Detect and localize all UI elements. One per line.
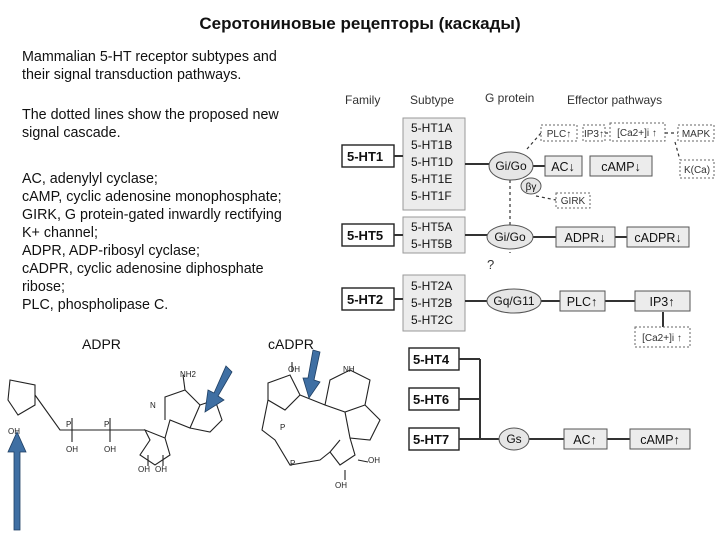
family-5ht4: 5-HT4 [413, 352, 450, 367]
header-family: Family [345, 93, 380, 107]
family-5ht7: 5-HT7 [413, 432, 449, 447]
family-5ht6: 5-HT6 [413, 392, 449, 407]
gprotein-gq-g11: Gq/G11 [493, 294, 534, 308]
gprotein-gs: Gs [506, 432, 521, 446]
effector-ip3-up: IP3↑ [649, 295, 674, 309]
effector-adpr-down: ADPR↓ [565, 231, 606, 245]
subtype-2b: 5-HT2B [411, 296, 452, 310]
subtype-5b: 5-HT5B [411, 237, 452, 251]
subtype-1a: 5-HT1A [411, 121, 452, 135]
effector-ca-proposed: [Ca2+]i ↑ [617, 128, 657, 139]
abbr-plc: PLC, phospholipase C. [22, 297, 169, 313]
adpr-atom-oh5: OH [155, 465, 167, 474]
cadpr-atom-p1: P [280, 423, 285, 432]
adpr-atom-nh2: NH2 [180, 370, 197, 379]
effector-girk: GIRK [561, 196, 586, 207]
cadpr-atom-oh1: OH [288, 365, 300, 374]
adpr-label: ADPR [82, 336, 121, 352]
effector-ip3-proposed: IP3↑ [584, 129, 604, 140]
effector-plc-up: PLC↑ [567, 295, 598, 309]
cadpr-atom-oh3: OH [368, 456, 380, 465]
effector-ac-up: AC↑ [573, 433, 597, 447]
abbr-cadpr-cont: ribose; [22, 279, 65, 295]
adpr-atom-oh4: OH [138, 465, 150, 474]
abbr-ac: AC, adenylyl cyclase; [22, 171, 158, 187]
header-effector: Effector pathways [567, 93, 662, 107]
effector-k-ca: K(Ca) [684, 165, 710, 176]
adpr-arrow-2 [204, 365, 233, 413]
subtype-2c: 5-HT2C [411, 313, 453, 327]
cadpr-atom-nh: NH [343, 365, 355, 374]
abbr-camp: cAMP, cyclic adenosine monophosphate; [22, 189, 282, 205]
subtype-1e: 5-HT1E [411, 172, 452, 186]
question-mark: ? [487, 257, 494, 272]
abbr-cadpr: cADPR, cyclic adenosine diphosphate [22, 261, 264, 277]
abbr-adpr: ADPR, ADP-ribosyl cyclase; [22, 243, 200, 259]
intro-text: Mammalian 5-HT receptor subtypes and the… [22, 49, 277, 83]
cadpr-adenine-ring [299, 369, 371, 413]
adpr-atom-p2: P [104, 420, 109, 429]
adpr-ribose-1 [7, 379, 36, 416]
cadpr-atom-p2: P [290, 459, 295, 468]
dotted-note: The dotted lines show the proposed new s… [22, 107, 279, 141]
gprotein-gi-go-5: Gi/Go [494, 230, 526, 244]
family-5ht2: 5-HT2 [347, 292, 383, 307]
effector-cadpr-down: cADPR↓ [634, 231, 681, 245]
effector-camp-down: cAMP↓ [601, 160, 641, 174]
effector-ac-down: AC↓ [551, 160, 575, 174]
header-subtype: Subtype [410, 93, 454, 107]
abbreviation-list: AC, adenylyl cyclase; cAMP, cyclic adeno… [22, 170, 327, 314]
effector-plc-proposed: PLC↑ [547, 129, 571, 140]
subtype-1f: 5-HT1F [411, 189, 452, 203]
cadpr-ring-closure [261, 399, 331, 466]
adpr-atom-n: N [150, 401, 156, 410]
page-title: Серотониновые рецепторы (каскады) [199, 14, 521, 33]
cadpr-label: cADPR [268, 336, 314, 352]
effector-ca-up: [Ca2+]i ↑ [642, 333, 682, 344]
adpr-atom-p1: P [66, 420, 71, 429]
cadpr-arrow [302, 349, 321, 399]
adpr-phosphate-chain [34, 394, 145, 431]
abbr-girk: GIRK, G protein-gated inwardly rectifyin… [22, 207, 282, 223]
subtype-5a: 5-HT5A [411, 220, 452, 234]
effector-camp-up: cAMP↑ [640, 433, 680, 447]
effector-mapk: MAPK [682, 129, 711, 140]
gprotein-beta-gamma: βγ [526, 182, 537, 193]
cadpr-adenine-ring-2 [344, 404, 381, 441]
adpr-arrow-1 [7, 431, 27, 531]
adpr-atom-oh2: OH [104, 445, 116, 454]
subtype-1d: 5-HT1D [411, 155, 453, 169]
subtype-2a: 5-HT2A [411, 279, 452, 293]
gprotein-gi-go-1: Gi/Go [495, 159, 527, 173]
cadpr-ribose-1 [267, 374, 301, 411]
abbr-girk-cont: K+ channel; [22, 225, 98, 241]
family-5ht1: 5-HT1 [347, 149, 383, 164]
adpr-atom-oh1: OH [66, 445, 78, 454]
cadpr-ribose-2 [329, 437, 356, 466]
subtype-1b: 5-HT1B [411, 138, 452, 152]
adpr-atom-oh3: OH [8, 427, 20, 436]
cadpr-atom-oh2: OH [335, 481, 347, 490]
family-5ht5: 5-HT5 [347, 228, 383, 243]
header-gprotein: G protein [485, 91, 534, 105]
